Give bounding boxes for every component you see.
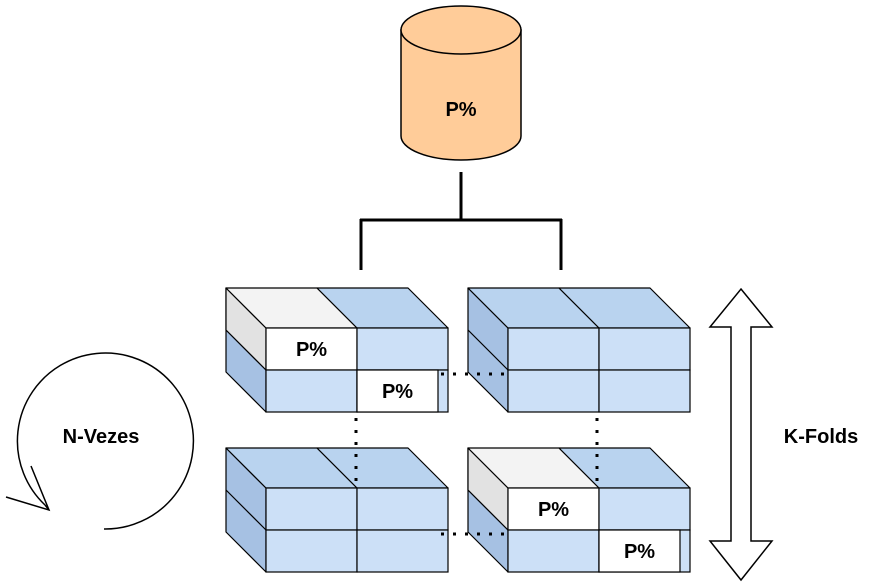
block-cell — [507, 369, 600, 413]
block-cell — [356, 327, 449, 371]
database-cylinder: P% — [400, 5, 522, 161]
split-connector — [359, 172, 563, 270]
folds-label: K-Folds — [784, 426, 858, 448]
fold-block-top-right — [467, 287, 691, 413]
fold-block-top-left: P% P% — [225, 287, 449, 413]
protruding-test-box — [598, 529, 681, 573]
block-cell — [265, 369, 358, 413]
cylinder-top — [400, 5, 522, 55]
cylinder-body — [400, 29, 522, 161]
cycle-arrow-icon — [16, 352, 195, 530]
block-cell — [356, 529, 449, 573]
fold-block-bottom-left — [225, 447, 449, 573]
double-arrow-icon — [708, 287, 774, 582]
fold-bottom-label: P% — [624, 541, 655, 563]
cycle-label: N-Vezes — [63, 426, 140, 448]
fold-top-label: P% — [538, 499, 569, 521]
block-cell — [598, 369, 691, 413]
block-cell — [598, 327, 691, 371]
fold-block-bottom-right: P% P% — [467, 447, 691, 573]
block-cell — [265, 529, 358, 573]
folds-indicator: K-Folds — [708, 287, 858, 582]
cycle-arrowhead-icon — [5, 465, 51, 512]
cycle-indicator: N-Vezes — [5, 352, 195, 530]
block-cell — [507, 529, 600, 573]
block-cell — [507, 327, 600, 371]
fold-bottom-label: P% — [382, 381, 413, 403]
block-cell — [598, 487, 691, 531]
fold-top-label: P% — [296, 339, 327, 361]
block-cell — [265, 487, 358, 531]
block-side-divider — [225, 489, 267, 531]
protruding-test-box — [356, 369, 439, 413]
block-cell — [356, 487, 449, 531]
database-label: P% — [445, 99, 476, 121]
block-side-divider — [467, 329, 509, 371]
